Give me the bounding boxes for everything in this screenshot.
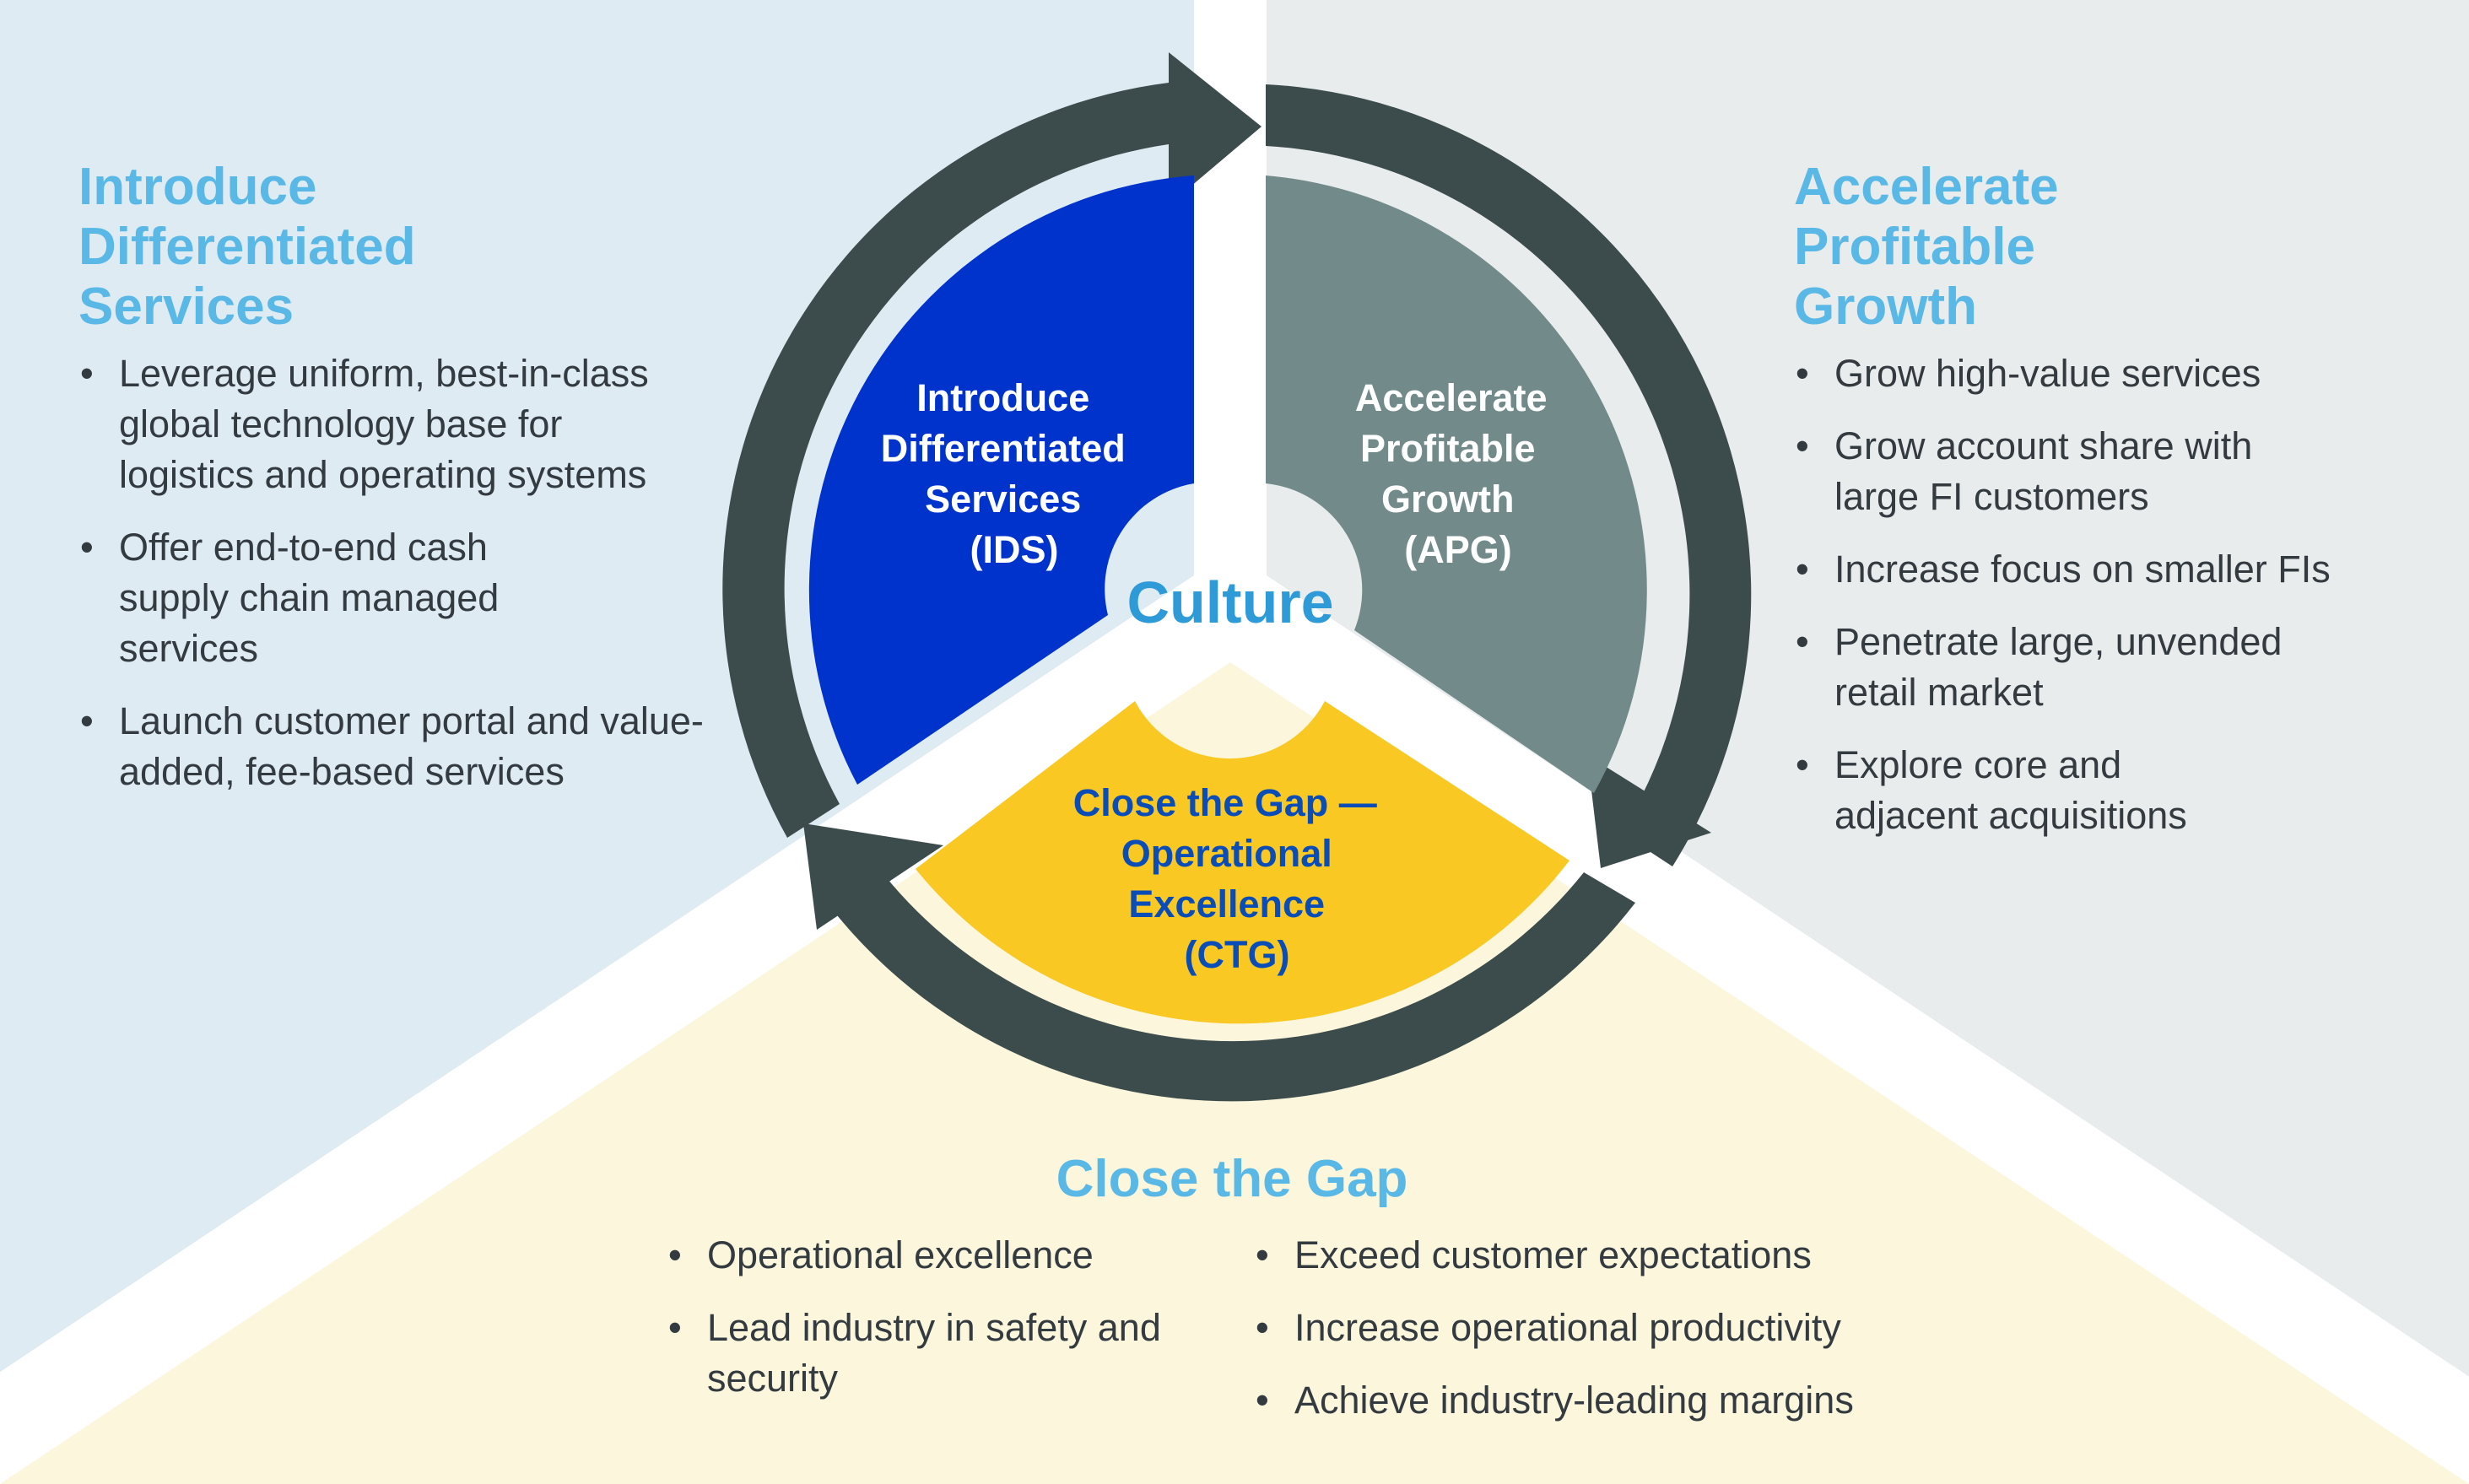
- arrow-head-right: [1587, 755, 1711, 868]
- right-heading-line-1: Accelerate: [1794, 158, 2059, 216]
- right-bullet-3: Increase focus on smaller FIs: [1794, 544, 2469, 595]
- right-bullet-4: Penetrate large, unvended retail market: [1794, 617, 2290, 718]
- right-bullet-list: Grow high-value services Grow account sh…: [1794, 348, 2452, 841]
- right-heading-line-2: Profitable: [1794, 218, 2035, 276]
- arrow-head-top: [1169, 52, 1262, 205]
- bottom-left-section: Operational excellence Lead industry in …: [667, 1230, 1190, 1426]
- bottom-heading: Close the Gap: [1056, 1150, 1408, 1208]
- bottom-right-section: Exceed customer expectations Increase op…: [1254, 1230, 1996, 1448]
- segment-ctg-label: Close the Gap — Operational Excellence (…: [1073, 781, 1388, 976]
- left-bullet-2: Offer end-to-end cash supply chain manag…: [78, 522, 592, 674]
- left-heading: Introduce Differentiated Services: [78, 157, 703, 337]
- apg-line-2: Profitable: [1360, 427, 1536, 470]
- right-bullet-5: Explore core and adjacent acquisitions: [1794, 740, 2273, 841]
- center-culture-label: Culture: [1127, 569, 1334, 635]
- bottom-left-bullet-2: Lead industry in safety and security: [667, 1303, 1180, 1404]
- bottom-left-bullet-1: Operational excellence: [667, 1230, 1180, 1281]
- right-bullet-1: Grow high-value services: [1794, 348, 2442, 399]
- left-bullet-list: Leverage uniform, best-in-class global t…: [78, 348, 704, 797]
- bottom-right-bullet-list: Exceed customer expectations Increase op…: [1254, 1230, 1996, 1426]
- bottom-right-bullet-2: Increase operational productivity: [1254, 1303, 1996, 1353]
- right-heading: Accelerate Profitable Growth: [1794, 157, 2452, 337]
- ids-line-2: Differentiated: [881, 427, 1126, 470]
- arrow-ring-ctg: [830, 872, 1635, 1102]
- bottom-right-bullet-1: Exceed customer expectations: [1254, 1230, 1996, 1281]
- ids-line-4: (IDS): [970, 528, 1059, 571]
- bottom-heading-wrap: Close the Gap: [928, 1149, 1536, 1209]
- left-heading-line-1: Introduce: [78, 158, 317, 216]
- apg-line-4: (APG): [1404, 528, 1512, 571]
- left-bullet-1: Leverage uniform, best-in-class global t…: [78, 348, 701, 500]
- right-heading-line-3: Growth: [1794, 278, 1977, 336]
- ids-line-3: Services: [925, 478, 1081, 521]
- ctg-line-2: Operational: [1121, 832, 1332, 875]
- segment-ids: [808, 175, 1194, 785]
- segment-apg: [1266, 175, 1647, 793]
- apg-line-3: Growth: [1381, 478, 1514, 521]
- ctg-line-4: (CTG): [1185, 933, 1290, 976]
- bottom-right-bullet-3: Achieve industry-leading margins: [1254, 1375, 1996, 1426]
- left-heading-line-3: Services: [78, 278, 294, 336]
- segment-ids-label: Introduce Differentiated Services (IDS): [881, 376, 1137, 571]
- right-bullet-2: Grow account share with large FI custome…: [1794, 421, 2307, 522]
- ctg-line-3: Excellence: [1128, 882, 1325, 925]
- left-section: Introduce Differentiated Services Levera…: [78, 157, 704, 819]
- separator-right: [1210, 564, 2469, 1465]
- ctg-line-1: Close the Gap —: [1073, 781, 1377, 824]
- separator-left: [0, 564, 1251, 1460]
- arrow-head-left: [803, 823, 943, 930]
- arrow-ring-apg: [1266, 84, 1752, 866]
- left-heading-line-2: Differentiated: [78, 218, 416, 276]
- right-section: Accelerate Profitable Growth Grow high-v…: [1794, 157, 2452, 863]
- arrow-ring-ids: [722, 83, 1169, 838]
- ids-line-1: Introduce: [916, 376, 1089, 419]
- segment-ctg: [916, 701, 1569, 1024]
- apg-line-1: Accelerate: [1355, 376, 1548, 419]
- segment-apg-label: Accelerate Profitable Growth (APG): [1355, 376, 1558, 571]
- left-bullet-3: Launch customer portal and value-added, …: [78, 696, 760, 797]
- bottom-left-bullet-list: Operational excellence Lead industry in …: [667, 1230, 1190, 1404]
